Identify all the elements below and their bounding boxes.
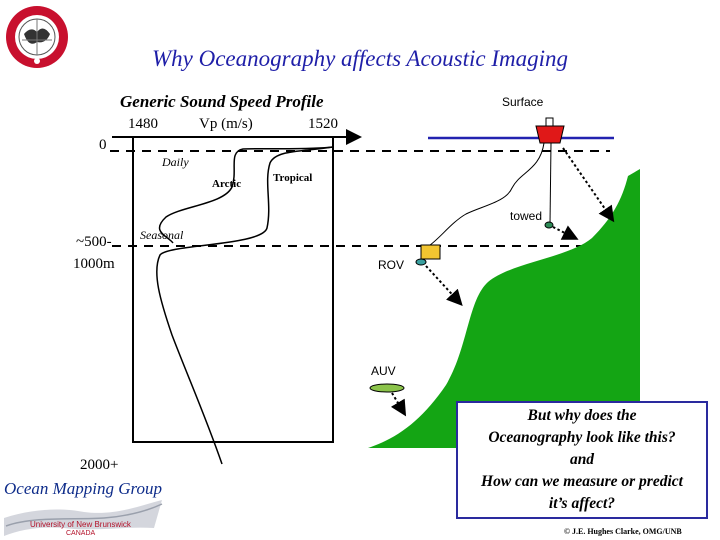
ship-sonar-beam — [562, 147, 615, 223]
depth-label-mid-range: 1000m — [73, 256, 115, 272]
arctic-daily-curve — [158, 138, 334, 244]
rov-tether — [429, 142, 545, 246]
question-line: it’s affect? — [548, 495, 616, 512]
depth-label-mid: ~500- — [76, 234, 112, 250]
rov-vehicle-icon — [420, 244, 441, 260]
depth-label-zero: 0 — [99, 137, 107, 153]
geodesy-geomatics-engineering-seal-icon — [6, 6, 68, 68]
x-tick-min: 1480 — [128, 116, 158, 132]
university-country: CANADA — [66, 530, 96, 537]
org-name: Ocean Mapping Group — [4, 479, 163, 498]
rov-label: ROV — [378, 258, 405, 272]
daily-label: Daily — [162, 155, 189, 169]
surface-label: Surface — [502, 95, 544, 109]
x-tick-max: 1520 — [308, 116, 338, 132]
auv-label: AUV — [371, 364, 396, 378]
wave-logo-icon — [4, 500, 163, 536]
profile-title: Generic Sound Speed Profile — [120, 92, 324, 111]
seafloor — [368, 169, 640, 448]
auv-vehicle-icon — [369, 383, 405, 393]
arctic-label: Arctic — [212, 178, 242, 190]
credit-line: © J.E. Hughes Clarke, OMG/UNB — [564, 527, 682, 536]
x-axis-label: Vp (m/s) — [199, 116, 253, 132]
rov-sensor-icon — [415, 258, 427, 266]
question-line: Oceanography look like this? — [488, 429, 676, 446]
question-box: But why does the Oceanography look like … — [456, 401, 708, 519]
university-name: University of New Brunswick — [30, 520, 131, 529]
towfish-icon — [544, 221, 554, 229]
survey-ship-icon — [535, 117, 565, 144]
tropical-label: Tropical — [273, 172, 313, 184]
auv-sonar-beam — [390, 392, 407, 417]
question-line: How can we measure or predict — [481, 473, 683, 490]
slide-title: Why Oceanography affects Acoustic Imagin… — [151, 46, 569, 71]
towed-label: towed — [510, 209, 543, 223]
depth-label-bottom: 2000+ — [80, 457, 119, 473]
tropical-curve — [156, 146, 334, 465]
question-line: and — [569, 451, 595, 468]
question-line: But why does the — [527, 407, 637, 424]
rov-sonar-beam — [425, 265, 463, 306]
tow-cable — [549, 142, 552, 225]
towfish-sonar-beam — [552, 225, 579, 240]
seasonal-label: Seasonal — [140, 228, 184, 242]
